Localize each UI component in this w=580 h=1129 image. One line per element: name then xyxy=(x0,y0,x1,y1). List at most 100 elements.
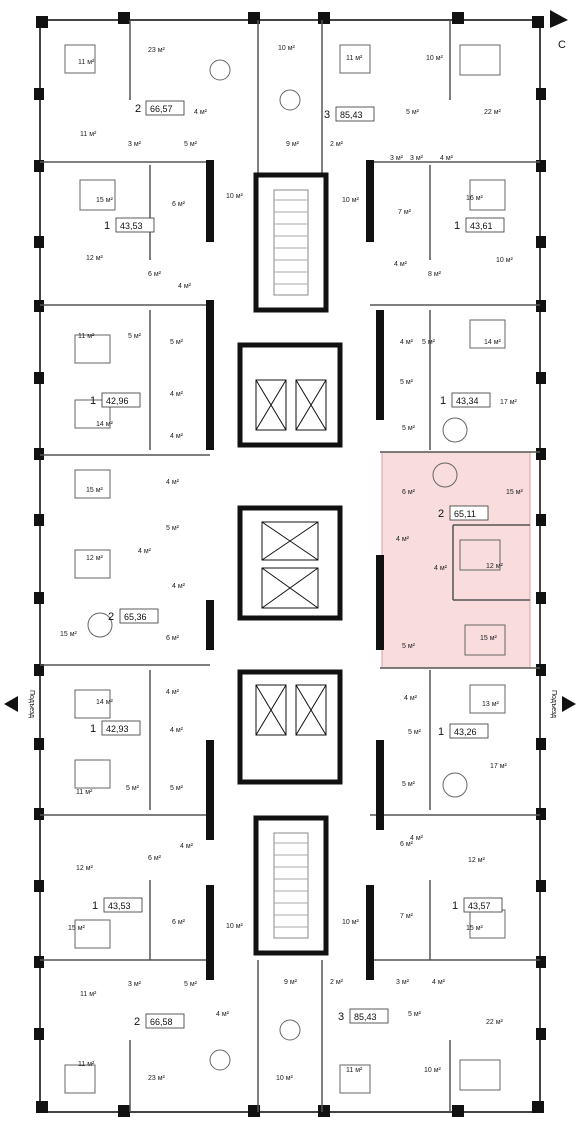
svg-text:11 м²: 11 м² xyxy=(78,1061,95,1068)
svg-text:15 м²: 15 м² xyxy=(96,197,114,204)
svg-text:43,61: 43,61 xyxy=(470,221,493,231)
svg-text:1: 1 xyxy=(90,395,96,407)
svg-text:Подъезд: Подъезд xyxy=(550,690,557,718)
svg-text:5 м²: 5 м² xyxy=(422,339,436,346)
svg-text:65,36: 65,36 xyxy=(124,612,147,622)
columns xyxy=(34,12,546,1117)
svg-text:2 м²: 2 м² xyxy=(330,979,344,986)
svg-text:4 м²: 4 м² xyxy=(410,835,424,842)
svg-text:10 м²: 10 м² xyxy=(226,923,244,930)
svg-text:1: 1 xyxy=(452,900,458,912)
entrance-right[interactable]: Подъезд xyxy=(550,690,576,718)
svg-text:43,26: 43,26 xyxy=(454,727,477,737)
svg-text:5 м²: 5 м² xyxy=(408,1011,422,1018)
svg-text:11 м²: 11 м² xyxy=(346,1067,363,1074)
svg-text:4 м²: 4 м² xyxy=(434,565,448,572)
svg-text:12 м²: 12 м² xyxy=(86,555,104,562)
svg-text:6 м²: 6 м² xyxy=(400,841,414,848)
svg-text:65,11: 65,11 xyxy=(454,509,476,519)
svg-text:17 м²: 17 м² xyxy=(500,399,518,406)
svg-text:15 м²: 15 м² xyxy=(68,925,86,932)
svg-text:14 м²: 14 м² xyxy=(96,421,114,428)
svg-text:5 м²: 5 м² xyxy=(400,379,414,386)
svg-text:4 м²: 4 м² xyxy=(180,843,194,850)
svg-text:4 м²: 4 м² xyxy=(170,727,184,734)
svg-text:5 м²: 5 м² xyxy=(170,785,184,792)
svg-text:3: 3 xyxy=(338,1011,344,1023)
svg-text:2: 2 xyxy=(134,1016,140,1028)
svg-text:15 м²: 15 м² xyxy=(60,631,78,638)
svg-text:11 м²: 11 м² xyxy=(76,789,93,796)
svg-text:4 м²: 4 м² xyxy=(432,979,446,986)
svg-text:15 м²: 15 м² xyxy=(480,635,498,642)
svg-text:43,53: 43,53 xyxy=(120,221,143,231)
svg-text:5 м²: 5 м² xyxy=(406,109,420,116)
svg-text:66,58: 66,58 xyxy=(150,1017,173,1027)
svg-text:10 м²: 10 м² xyxy=(424,1067,442,1074)
svg-text:85,43: 85,43 xyxy=(340,110,363,120)
svg-text:5 м²: 5 м² xyxy=(408,729,422,736)
svg-text:22 м²: 22 м² xyxy=(486,1019,504,1026)
svg-text:4 м²: 4 м² xyxy=(216,1011,230,1018)
svg-text:6 м²: 6 м² xyxy=(148,271,162,278)
svg-text:4 м²: 4 м² xyxy=(400,339,414,346)
svg-text:2: 2 xyxy=(108,611,114,623)
svg-text:4 м²: 4 м² xyxy=(170,433,184,440)
svg-text:8 м²: 8 м² xyxy=(428,271,442,278)
svg-text:1: 1 xyxy=(90,723,96,735)
svg-text:1: 1 xyxy=(92,900,98,912)
svg-text:2: 2 xyxy=(135,103,141,115)
svg-text:12 м²: 12 м² xyxy=(486,563,504,570)
svg-text:23 м²: 23 м² xyxy=(148,47,166,54)
svg-text:23 м²: 23 м² xyxy=(148,1075,166,1082)
svg-text:4 м²: 4 м² xyxy=(396,536,410,543)
svg-text:17 м²: 17 м² xyxy=(490,763,508,770)
svg-text:4 м²: 4 м² xyxy=(166,689,180,696)
svg-text:3 м²: 3 м² xyxy=(410,155,424,162)
svg-text:5 м²: 5 м² xyxy=(166,525,180,532)
svg-text:5 м²: 5 м² xyxy=(402,643,416,650)
svg-text:10 м²: 10 м² xyxy=(426,55,444,62)
svg-text:6 м²: 6 м² xyxy=(166,635,180,642)
svg-text:4 м²: 4 м² xyxy=(170,391,184,398)
svg-text:6 м²: 6 м² xyxy=(148,855,162,862)
corridor-walls xyxy=(206,160,384,980)
svg-text:9 м²: 9 м² xyxy=(286,141,300,148)
stair-core-bottom xyxy=(253,815,329,956)
svg-text:14 м²: 14 м² xyxy=(484,339,502,346)
entrance-left[interactable]: Подъезд xyxy=(4,690,35,718)
svg-text:9 м²: 9 м² xyxy=(284,979,298,986)
svg-text:15 м²: 15 м² xyxy=(506,489,524,496)
highlighted-apartment[interactable] xyxy=(381,451,531,669)
stair-core-top xyxy=(253,172,329,313)
svg-text:3 м²: 3 м² xyxy=(390,155,404,162)
svg-text:14 м²: 14 м² xyxy=(96,699,114,706)
svg-text:4 м²: 4 м² xyxy=(404,695,418,702)
svg-text:43,34: 43,34 xyxy=(456,396,479,406)
svg-text:43,57: 43,57 xyxy=(468,901,491,911)
svg-text:4 м²: 4 м² xyxy=(172,583,186,590)
svg-text:10 м²: 10 м² xyxy=(226,193,244,200)
svg-text:7 м²: 7 м² xyxy=(400,913,414,920)
svg-text:12 м²: 12 м² xyxy=(468,857,486,864)
interior-walls xyxy=(40,20,540,1112)
svg-text:3 м²: 3 м² xyxy=(396,979,410,986)
svg-text:10 м²: 10 м² xyxy=(496,257,514,264)
svg-text:3 м²: 3 м² xyxy=(128,141,142,148)
svg-text:11 м²: 11 м² xyxy=(80,991,97,998)
north-compass: С xyxy=(550,10,568,51)
